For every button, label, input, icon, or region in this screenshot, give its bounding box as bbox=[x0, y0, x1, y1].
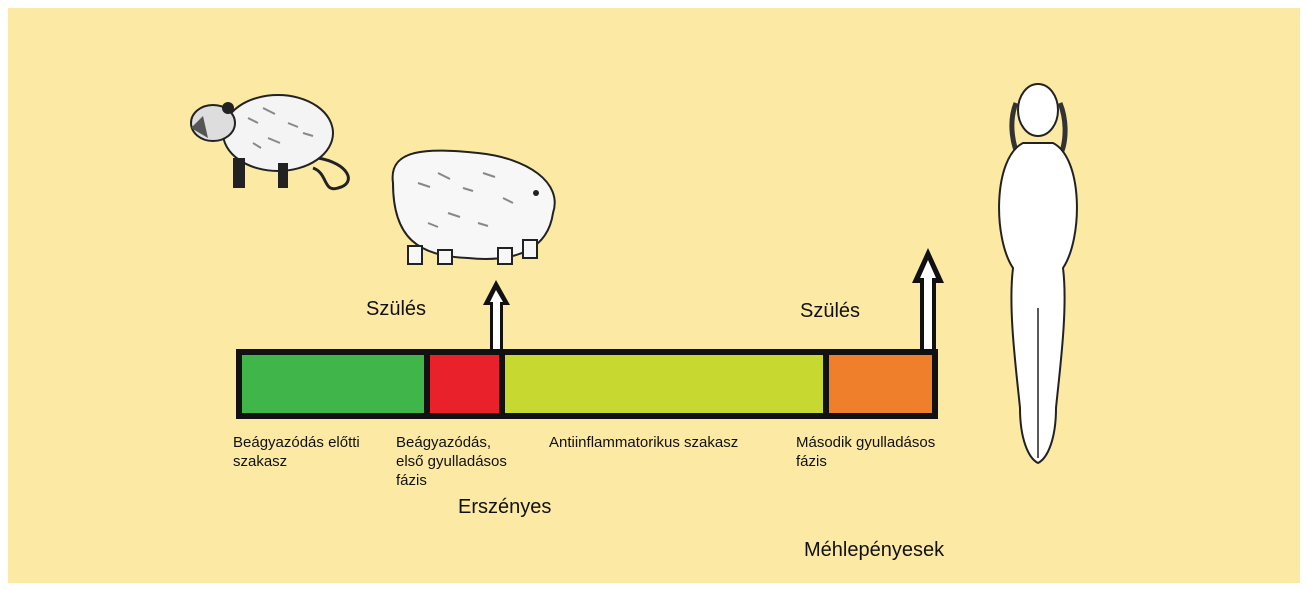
birth-label-placental: Szülés bbox=[800, 300, 860, 323]
birth-label-marsupial: Szülés bbox=[366, 298, 426, 321]
timeline-bar bbox=[236, 349, 938, 419]
phase-label-anti-inflammatory: Antiinflammatorikus szakasz bbox=[549, 433, 738, 452]
phase-label-first-inflammatory: Beágyazódás, első gyulladásos fázis bbox=[396, 433, 507, 490]
group-label-marsupials: Erszényes bbox=[458, 496, 551, 519]
phase-label-second-inflammatory: Második gyulladásos fázis bbox=[796, 433, 935, 471]
phase-block-anti-inflammatory bbox=[505, 355, 823, 413]
woman-illustration bbox=[999, 84, 1077, 463]
diagram-canvas: Szülés Szülés Beágyazódás előtti szakasz… bbox=[8, 8, 1300, 583]
birth-arrow-marsupial bbox=[483, 280, 510, 349]
phase-label-pre-implantation: Beágyazódás előtti szakasz bbox=[233, 433, 360, 471]
birth-arrow-placental bbox=[912, 248, 944, 349]
wombat-illustration bbox=[393, 151, 555, 264]
opossum-illustration bbox=[191, 95, 348, 189]
diagram-svg bbox=[8, 8, 1300, 583]
phase-block-pre-implantation bbox=[242, 355, 424, 413]
group-label-placentals: Méhlepényesek bbox=[804, 539, 944, 562]
phase-block-first-inflammatory bbox=[430, 355, 499, 413]
phase-block-second-inflammatory bbox=[829, 355, 932, 413]
